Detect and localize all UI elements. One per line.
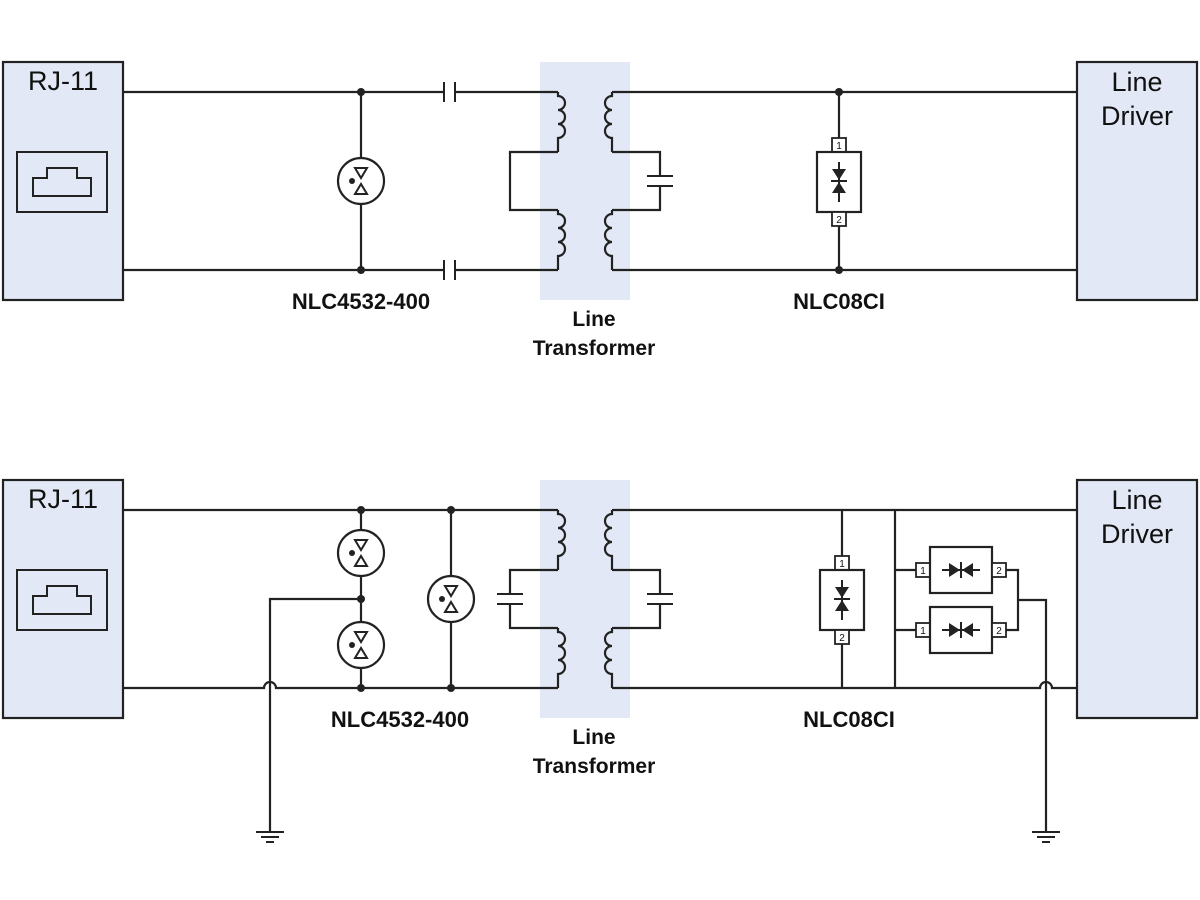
svg-text:1: 1 — [920, 566, 926, 577]
bottom-gas-discharge-tube-icon — [336, 620, 386, 670]
bottom-rj11-jack-icon — [16, 569, 108, 631]
bottom-tvs-diode-icon: 1 2 — [915, 605, 1007, 655]
svg-text:1: 1 — [839, 559, 845, 570]
svg-text:2: 2 — [996, 626, 1002, 637]
top-rj11-jack-icon — [16, 151, 108, 213]
top-tvs-label: NLC08CI — [793, 289, 885, 314]
top-shunt-capacitor — [647, 175, 673, 187]
bottom-rj11-label: RJ-11 — [28, 484, 98, 514]
top-line-driver-box — [1075, 60, 1199, 302]
bottom-gas-discharge-tube-icon — [336, 528, 386, 578]
top-transformer-coil-icon — [556, 92, 614, 270]
top-series-capacitor-lower — [443, 260, 456, 280]
top-circuit: RJ-11 Line Driver — [1, 60, 1199, 360]
bottom-junction-dot — [357, 595, 365, 603]
top-driver-label-2: Driver — [1101, 101, 1173, 131]
bottom-junction-dot — [357, 506, 365, 514]
bottom-wires — [123, 508, 1077, 832]
bottom-gdt-label: NLC4532-400 — [331, 707, 469, 732]
ground-icon — [256, 831, 284, 843]
svg-text:2: 2 — [839, 633, 845, 644]
top-transformer-band — [540, 62, 630, 300]
top-junction-dot — [835, 266, 843, 274]
bottom-junction-dot — [447, 684, 455, 692]
bottom-transformer-band — [540, 480, 630, 718]
bottom-gas-discharge-tube-icon — [426, 574, 476, 624]
svg-text:1: 1 — [836, 141, 842, 152]
ground-icon — [1032, 831, 1060, 843]
svg-text:2: 2 — [836, 215, 842, 226]
top-gas-discharge-tube-icon — [336, 156, 386, 206]
bottom-circuit: RJ-11 Line Driver — [1, 478, 1199, 843]
top-junction-dot — [835, 88, 843, 96]
bottom-transformer-coil-icon — [556, 510, 614, 688]
top-transformer-label-1: Line — [572, 308, 615, 331]
top-transformer-label-2: Transformer — [533, 337, 656, 360]
bottom-driver-label-1: Line — [1111, 485, 1162, 515]
bottom-tvs-diode-icon: 1 2 — [915, 545, 1007, 595]
bottom-transformer-label-2: Transformer — [533, 755, 656, 778]
svg-text:1: 1 — [920, 626, 926, 637]
top-tvs-diode-icon: 1 2 — [815, 137, 863, 227]
bottom-driver-label-2: Driver — [1101, 519, 1173, 549]
bottom-primary-capacitor — [497, 593, 523, 605]
top-gdt-label: NLC4532-400 — [292, 289, 430, 314]
bottom-junction-dot — [357, 684, 365, 692]
bottom-tvs-diode-icon: 1 2 — [818, 555, 866, 645]
bottom-line-driver-box — [1075, 478, 1199, 720]
top-junction-dot — [357, 88, 365, 96]
bottom-transformer-label-1: Line — [572, 726, 615, 749]
svg-text:2: 2 — [996, 566, 1002, 577]
top-driver-label-1: Line — [1111, 67, 1162, 97]
bottom-junction-dot — [447, 506, 455, 514]
bottom-secondary-capacitor — [647, 593, 673, 605]
top-wires — [123, 90, 1077, 272]
bottom-tvs-label: NLC08CI — [803, 707, 895, 732]
top-junction-dot — [357, 266, 365, 274]
top-rj11-label: RJ-11 — [28, 66, 98, 96]
top-series-capacitor-upper — [443, 82, 456, 102]
